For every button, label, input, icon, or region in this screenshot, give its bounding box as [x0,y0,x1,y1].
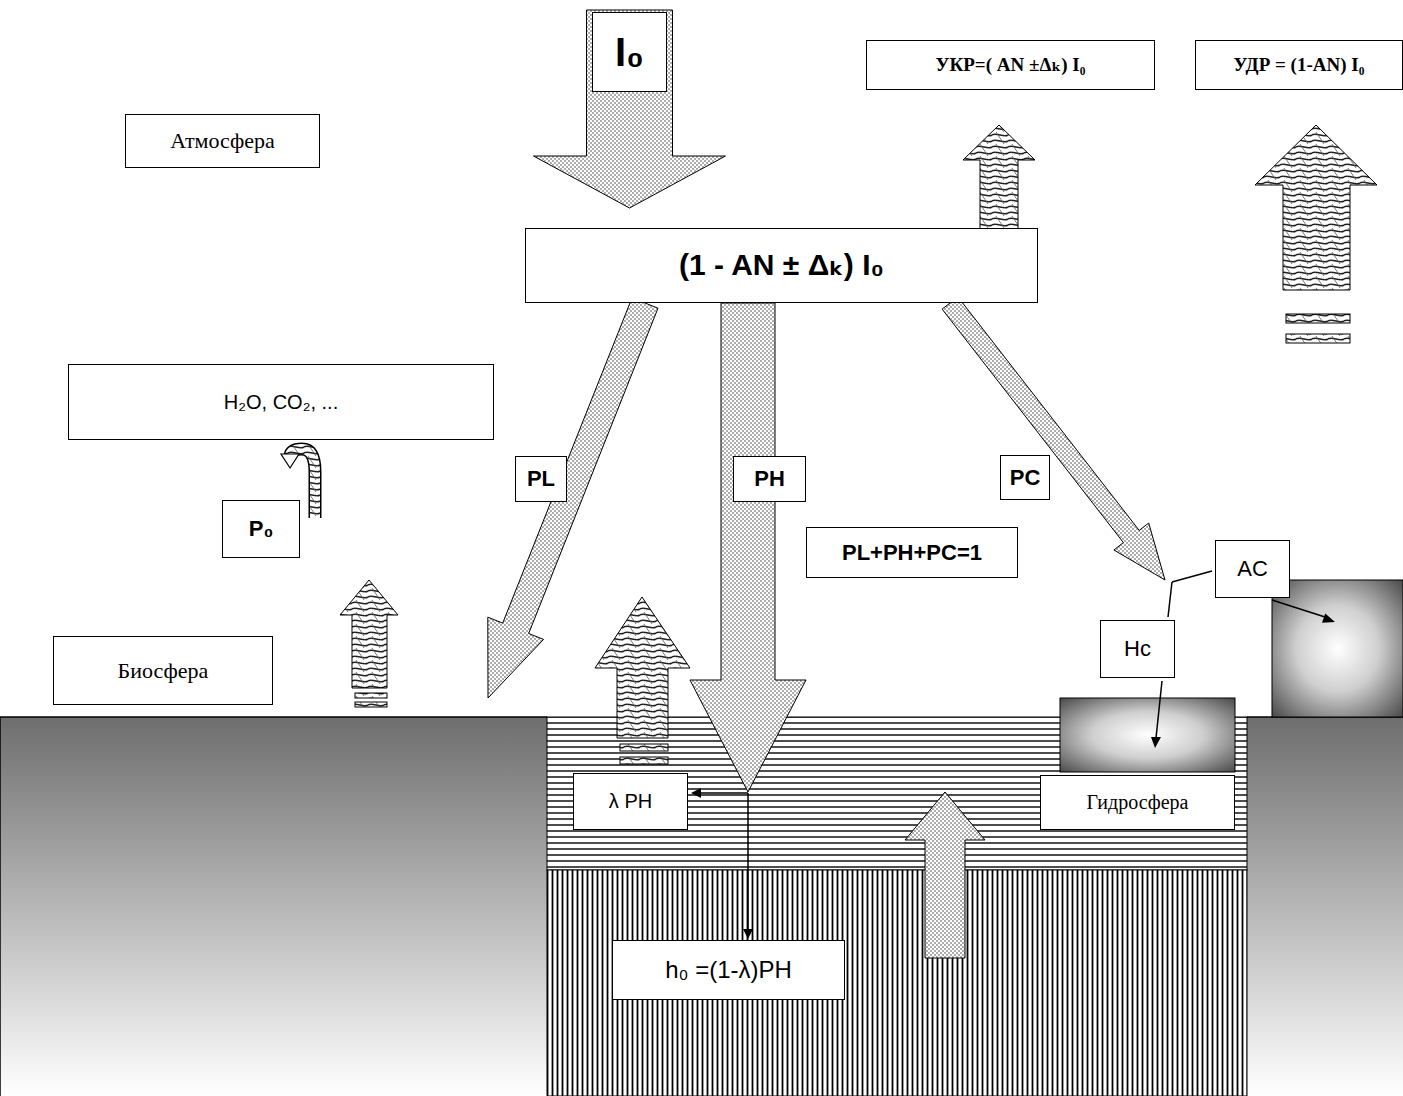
flow-label-box: PH [733,456,806,502]
radiation-bar [620,744,668,751]
split-line [1272,600,1325,617]
split-head [743,929,753,939]
split-head [1151,737,1161,748]
box-text: AC [1237,556,1268,581]
flow-label-box: PL [515,456,567,502]
box-text: H₂O, CO₂, ... [224,391,338,414]
ground-line [0,716,547,718]
box-text: УДР = (1-AN) I₀ [1234,54,1365,76]
flow-label-box: Hc [1100,620,1175,678]
ground [0,717,1403,1096]
split-head [1322,613,1335,622]
intensity-box: I₀ [592,12,667,92]
flow-label-box: λ PH [573,773,688,830]
split-head [691,788,701,798]
radiation-arrow [1255,125,1377,290]
sphere-label-box: Биосфера [53,636,273,705]
box-text: PC [1010,465,1041,490]
formula-box: PL+PH+PC=1 [806,527,1018,578]
sphere-label-box: Гидросфера [1040,775,1235,830]
radiation-bar [355,702,387,707]
split-line [1172,571,1212,582]
radiation-arrow [595,597,690,738]
formula-box: (1 - AN ± Δₖ) I₀ [525,228,1038,303]
box-text: PH [754,466,785,491]
ice-block [1060,698,1235,772]
box-text: P₀ [249,516,274,541]
split-line [1168,582,1172,617]
flow-label-box: PC [1000,455,1050,500]
flow-arrow [690,303,806,792]
box-text: PL [527,466,555,491]
box-text: PL+PH+PC=1 [842,540,982,565]
box-text: Hc [1124,636,1151,661]
radiation-bar [1286,314,1350,323]
incoming-radiation-arrow [534,10,726,208]
flow-label-box: P₀ [222,500,300,558]
radiation-bar [1286,334,1350,343]
sphere-label-box: Атмосфера [125,114,320,168]
box-text: (1 - AN ± Δₖ) I₀ [679,248,884,283]
radiation-bar [620,757,668,764]
box-text: I₀ [615,29,644,75]
ground-line [0,717,1,1096]
box-text: Атмосфера [170,128,275,153]
split-line [747,793,749,930]
gas-box: H₂O, CO₂, ... [68,364,494,440]
formula-box: УКР=( AN ±Δₖ) I₀ [866,40,1155,90]
curl-arrow-head [281,454,299,468]
flow-label-box: AC [1215,540,1290,598]
formula-box: h₀ =(1-λ)PH [612,940,845,1000]
formula-box: УДР = (1-AN) I₀ [1195,40,1403,90]
box-text: Гидросфера [1086,791,1188,814]
land-block [1272,580,1403,717]
split-line [700,792,748,794]
heat-arrow [905,792,985,958]
box-text: λ PH [609,790,652,813]
box-text: Биосфера [118,658,209,683]
box-text: УКР=( AN ±Δₖ) I₀ [936,54,1086,76]
water-deep-layer [547,870,1247,1096]
split-line [1156,681,1162,738]
box-text: h₀ =(1-λ)PH [665,956,792,984]
radiation-bar [355,693,387,698]
radiation-arrow [340,580,398,688]
